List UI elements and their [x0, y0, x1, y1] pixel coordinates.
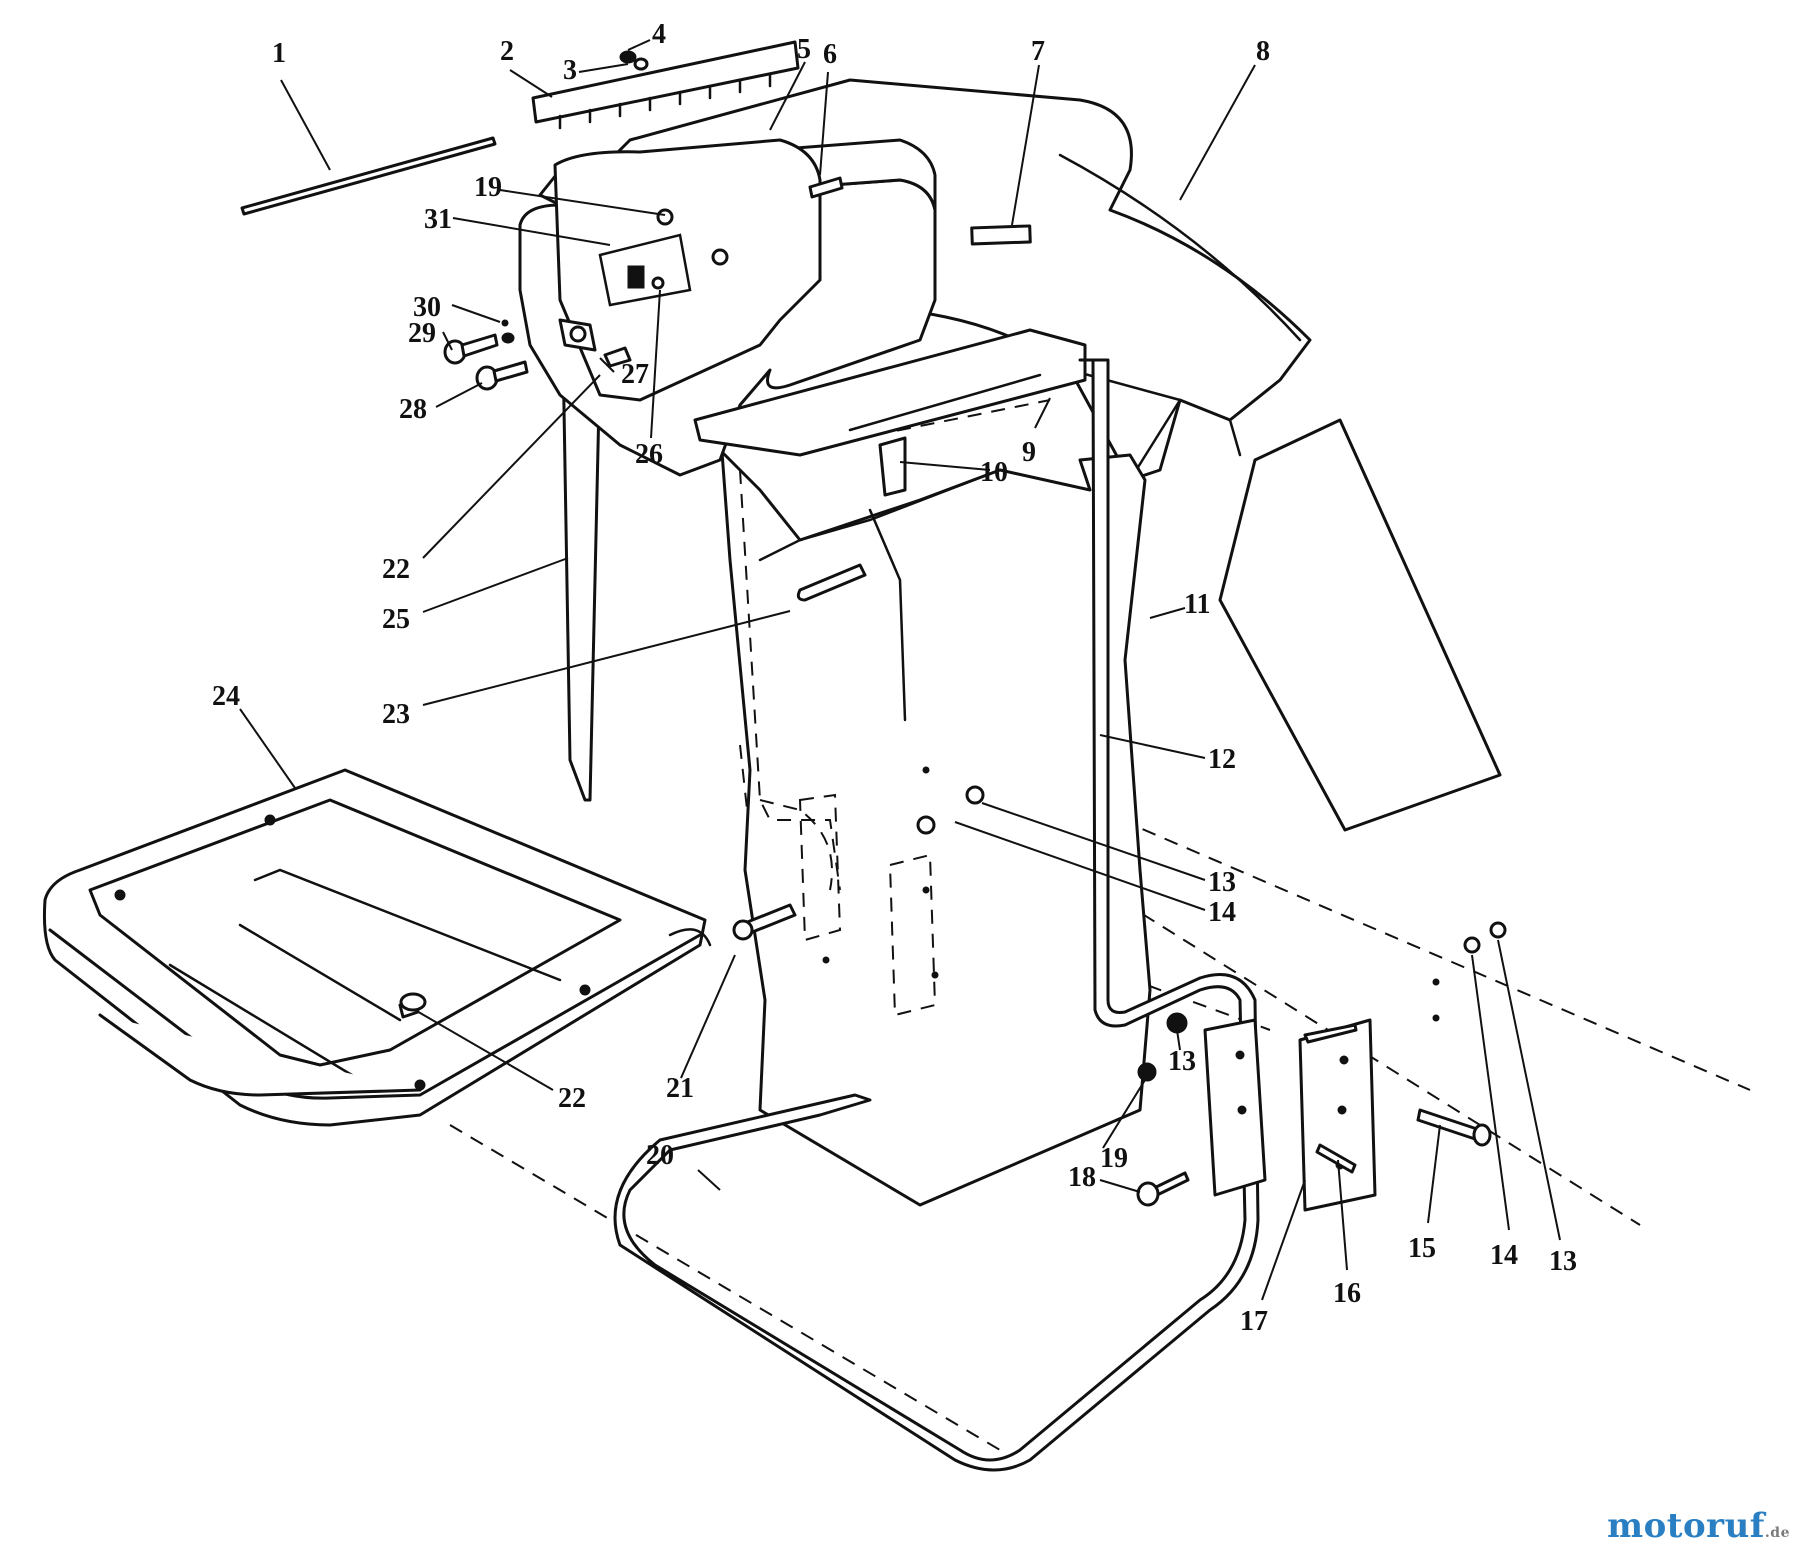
callout-21: 21 [666, 1073, 694, 1104]
callout-26: 26 [635, 439, 663, 470]
callout-24: 24 [212, 681, 240, 712]
part-grass-bag [561, 343, 1152, 1207]
callout-29: 29 [408, 318, 436, 349]
part-hinge-strip [531, 40, 800, 130]
callout-13-bracket: 13 [1168, 1046, 1196, 1077]
callout-1: 1 [272, 38, 286, 69]
callout-10: 10 [980, 457, 1008, 488]
part-side-brackets [732, 766, 985, 1017]
callout-11: 11 [1184, 589, 1210, 620]
callout-5: 5 [797, 34, 811, 65]
part-top-hood [518, 138, 1087, 497]
callout-12: 12 [1208, 744, 1236, 775]
part-bottom-tray [43, 768, 712, 1127]
callout-labels: 1 2 3 4 5 6 7 8 19 31 30 29 28 27 26 9 1… [212, 19, 1577, 1337]
callout-19-top: 19 [474, 172, 502, 203]
callout-14-mid: 14 [1208, 897, 1236, 928]
callout-13-bottom: 13 [1549, 1246, 1577, 1277]
callout-30: 30 [413, 292, 441, 323]
callout-8: 8 [1256, 36, 1270, 67]
callout-22-top: 22 [382, 554, 410, 585]
callout-9: 9 [1022, 437, 1036, 468]
part-deflector-panel [1218, 418, 1502, 832]
callout-20: 20 [646, 1140, 674, 1171]
callout-6: 6 [823, 39, 837, 70]
watermark-brand: motoruf [1607, 1506, 1765, 1546]
callout-22-bottom: 22 [558, 1083, 586, 1114]
callout-18: 18 [1068, 1162, 1096, 1193]
callout-16: 16 [1333, 1278, 1361, 1309]
callout-2: 2 [500, 36, 514, 67]
part-bag-clip [796, 563, 867, 602]
watermark: motoruf.de [1607, 1506, 1790, 1546]
callout-28: 28 [399, 394, 427, 425]
watermark-tld: .de [1764, 1525, 1790, 1541]
part-bolts [1136, 921, 1507, 1207]
callout-4: 4 [652, 19, 666, 50]
callout-23: 23 [382, 699, 410, 730]
callout-17: 17 [1240, 1306, 1268, 1337]
part-small-hardware [443, 318, 632, 391]
part-support-frame [613, 358, 1260, 1472]
callout-14-bottom: 14 [1490, 1240, 1518, 1271]
callout-leader-lines [239, 39, 1561, 1301]
callout-3: 3 [563, 55, 577, 86]
callout-25: 25 [382, 604, 410, 635]
callout-19-bottom: 19 [1100, 1143, 1128, 1174]
part-rod [240, 136, 497, 216]
callout-31: 31 [424, 204, 452, 235]
callout-27: 27 [621, 359, 649, 390]
callout-15: 15 [1408, 1233, 1436, 1264]
callout-7: 7 [1031, 36, 1045, 67]
part-hinge-bracket [1203, 1018, 1377, 1212]
part-nut-washer [619, 50, 649, 71]
callout-13-mid: 13 [1208, 867, 1236, 898]
